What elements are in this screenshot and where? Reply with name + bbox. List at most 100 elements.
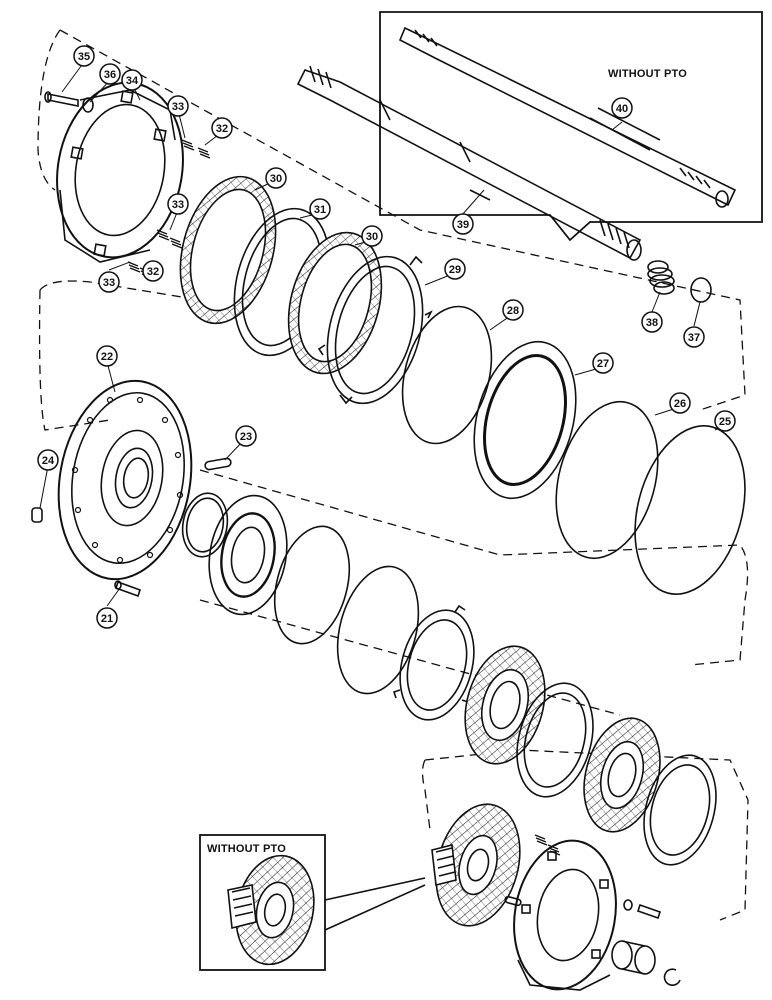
top-right-inset-box — [379, 11, 763, 242]
seal-ring-26 — [555, 400, 659, 560]
callout-circle — [167, 95, 189, 117]
callout-number: 30 — [270, 173, 282, 185]
callout-circle — [98, 271, 120, 293]
callout-number: 39 — [457, 219, 469, 231]
pin-23 — [204, 457, 232, 471]
friction-disc-lower-b — [583, 717, 661, 833]
callout-circle — [211, 117, 233, 139]
bottom-washer — [623, 899, 633, 911]
callout-circle — [37, 449, 59, 471]
callout-number: 21 — [101, 613, 113, 625]
callout-circle — [96, 607, 118, 629]
callout-circle — [452, 213, 474, 235]
bottom-springs — [534, 834, 561, 856]
callout-circle — [167, 193, 189, 215]
seal-ring-28 — [401, 305, 493, 445]
callout-33: 33 — [167, 193, 189, 215]
callout-circle — [73, 45, 95, 67]
main-shaft-39 — [296, 65, 642, 261]
steel-plate-29 — [317, 255, 433, 405]
callout-circle — [361, 225, 383, 247]
callout-number: 33 — [103, 277, 115, 289]
callout-circle — [121, 69, 143, 91]
friction-disc-30-a — [179, 175, 277, 325]
callout-circle — [714, 410, 736, 432]
retainer-plate — [513, 839, 617, 991]
callout-number: 31 — [314, 204, 326, 216]
callout-39: 39 — [452, 213, 474, 235]
bottom-bolt — [636, 903, 662, 920]
o-ring-small — [181, 492, 229, 558]
callout-circle — [669, 392, 691, 414]
piston-inner — [208, 494, 288, 616]
callout-29: 29 — [444, 258, 466, 280]
callout-number: 34 — [126, 75, 139, 87]
callout-number: 33 — [172, 101, 184, 113]
callout-circle — [99, 63, 121, 85]
callout-31: 31 — [309, 198, 331, 220]
callout-number: 38 — [646, 317, 658, 329]
callout-30: 30 — [265, 167, 287, 189]
callout-30: 30 — [361, 225, 383, 247]
callout-layer: 21 22 23 24 25 26 27 28 29 30 30 31 32 32 33 33 33 34 35 36… — [37, 45, 736, 629]
callout-number: 36 — [104, 69, 116, 81]
callout-25: 25 — [714, 410, 736, 432]
callout-number: 29 — [449, 264, 461, 276]
callout-number: 33 — [172, 199, 184, 211]
leader-lines — [39, 61, 726, 607]
piston-27 — [473, 340, 577, 500]
callout-number: 32 — [147, 266, 159, 278]
callout-circle — [611, 97, 633, 119]
callout-23: 23 — [235, 425, 257, 447]
callout-circle — [142, 260, 164, 282]
callout-number: 35 — [78, 51, 90, 63]
callout-number: 23 — [240, 431, 252, 443]
washer-36 — [82, 97, 94, 113]
callout-number: 22 — [101, 351, 113, 363]
callout-38: 38 — [641, 311, 663, 333]
callout-40: 40 — [611, 97, 633, 119]
callout-22: 22 — [96, 345, 118, 367]
callout-33: 33 — [98, 271, 120, 293]
callout-circle — [96, 345, 118, 367]
callout-circle — [683, 326, 705, 348]
steel-plate-lower-c — [643, 754, 717, 866]
pin-24 — [31, 507, 43, 523]
callout-circle — [592, 352, 614, 374]
snap-ring-37 — [690, 277, 712, 303]
upper-group-dashed-outline — [37, 29, 746, 411]
callout-circle — [309, 198, 331, 220]
spring-38 — [647, 260, 675, 295]
hub-friction-disc — [431, 803, 521, 927]
friction-disc-30-b — [287, 231, 383, 375]
callout-circle — [502, 299, 524, 321]
inset-shaft-40 — [398, 26, 737, 208]
callout-circle — [235, 425, 257, 447]
bottom-left-inset-box — [199, 834, 426, 971]
callout-number: 26 — [674, 398, 686, 410]
callout-circle — [641, 311, 663, 333]
callout-34: 34 — [121, 69, 143, 91]
callout-number: 28 — [507, 305, 519, 317]
inset-label-top-right: WITHOUT PTO — [608, 68, 687, 80]
steel-plate-lower-b — [516, 682, 594, 798]
callout-32: 32 — [142, 260, 164, 282]
seal-ring-25 — [634, 425, 746, 595]
callout-number: 32 — [216, 123, 228, 135]
callout-circle — [265, 167, 287, 189]
callout-37: 37 — [683, 326, 705, 348]
callout-number: 37 — [688, 332, 700, 344]
callout-number: 25 — [719, 416, 731, 428]
callout-number: 27 — [597, 358, 609, 370]
callout-35: 35 — [73, 45, 95, 67]
callout-number: 24 — [42, 455, 55, 467]
bottom-pin — [504, 895, 522, 907]
inset-label-bottom-left: WITHOUT PTO — [207, 843, 286, 855]
callout-number: 30 — [366, 231, 378, 243]
bolt-35 — [44, 91, 79, 107]
callout-36: 36 — [99, 63, 121, 85]
callout-28: 28 — [502, 299, 524, 321]
seal-ring-mid-b — [336, 565, 420, 695]
bolt-21 — [114, 580, 142, 598]
